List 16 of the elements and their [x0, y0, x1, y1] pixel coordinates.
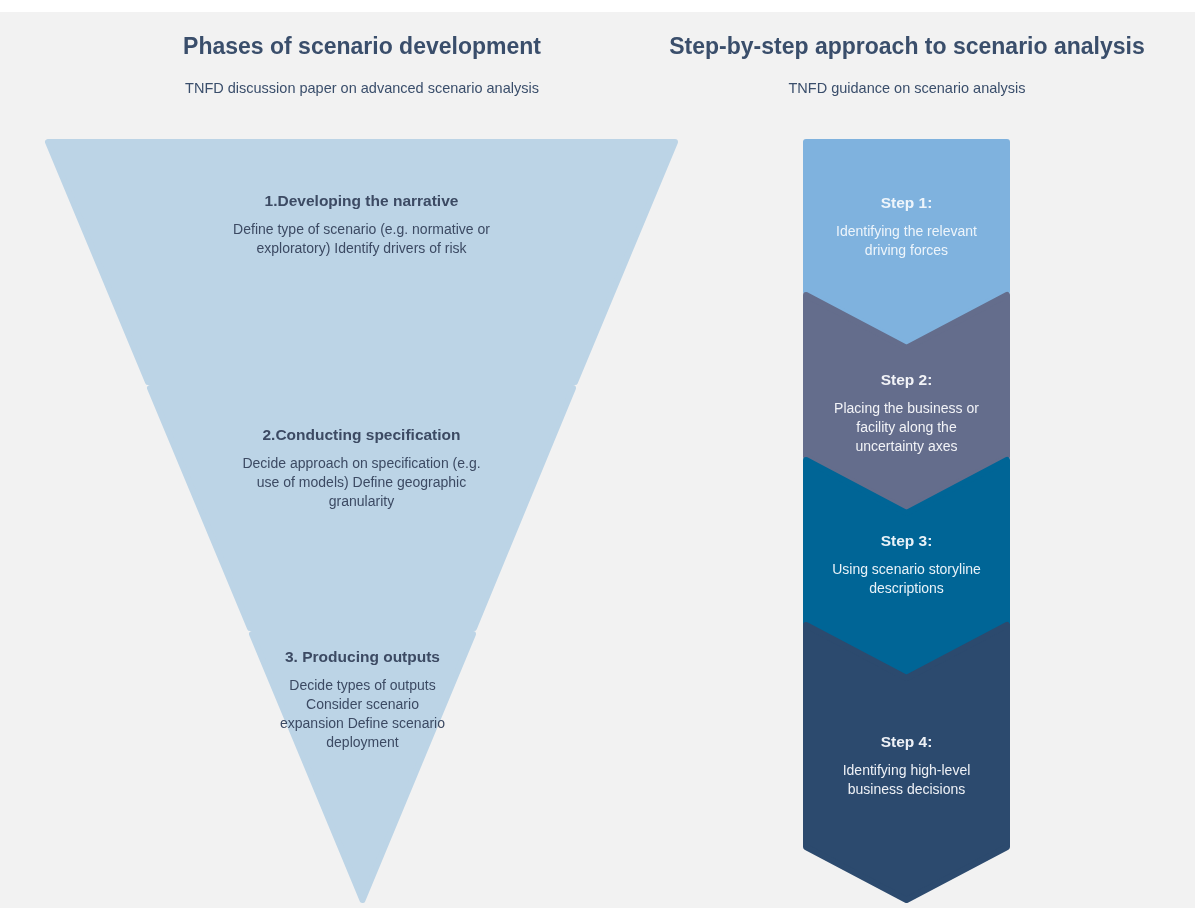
step-description: Identifying high-level business decisions [841, 761, 972, 799]
step-description: Placing the business or facility along the uncertainty axes [833, 399, 980, 456]
section-subtitle: TNFD discussion paper on advanced scenario analysis [185, 80, 539, 96]
step-heading: 1.Developing the narrative [264, 192, 459, 210]
step-description: Define type of scenario (e.g. normative or exploratory) Identify drivers of risk [232, 220, 491, 258]
section-heading: Phases of scenario development [183, 33, 541, 60]
step-heading: Step 4: [880, 733, 933, 751]
section-subtitle: TNFD guidance on scenario analysis [788, 80, 1026, 96]
step-description: Decide types of outputs Consider scenario expansion Define scenario deployment [279, 676, 446, 752]
section-heading: Step-by-step approach to scenario analysis [669, 33, 1145, 60]
step-description: Using scenario storyline descriptions [831, 560, 982, 598]
step-heading: Step 3: [880, 532, 933, 550]
step-heading: 3. Producing outputs [285, 648, 440, 666]
step-description: Decide approach on specification (e.g. use of models) Define geographic granularity [241, 454, 482, 511]
step-heading: 2.Conducting specification [262, 426, 461, 444]
step-heading: Step 2: [880, 371, 933, 389]
